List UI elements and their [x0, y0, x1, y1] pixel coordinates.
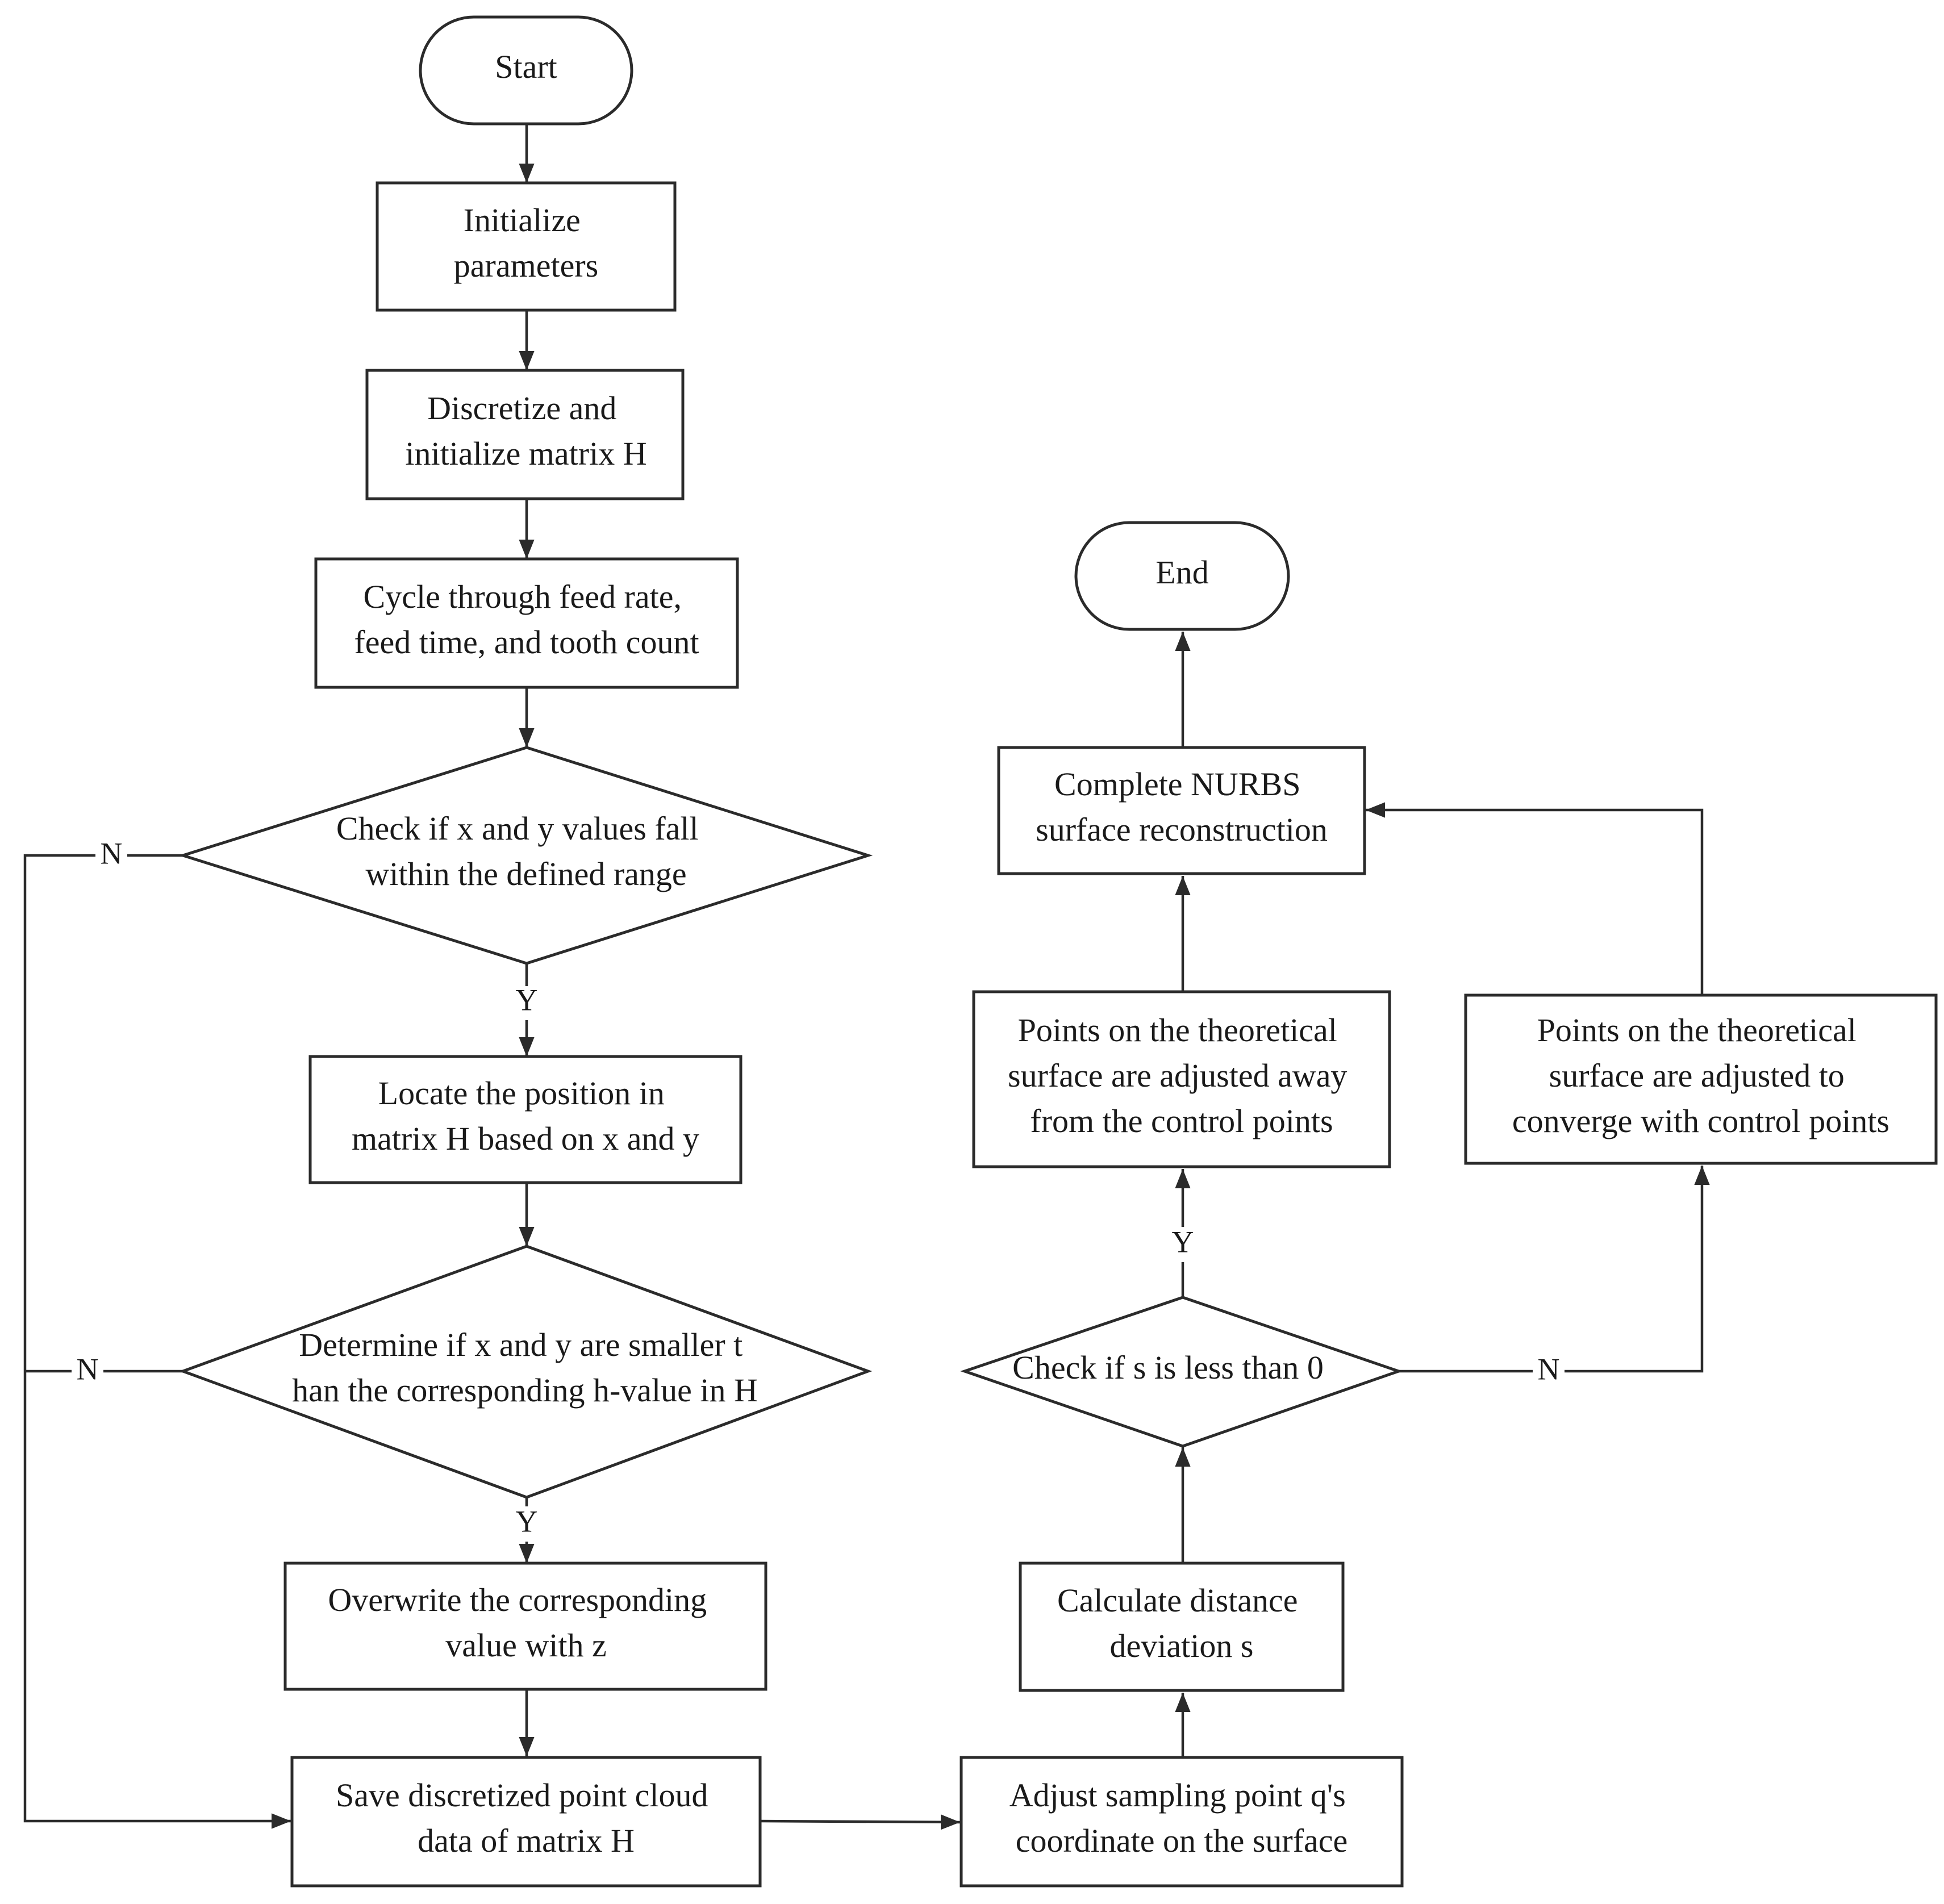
label-s-no: N [1538, 1352, 1560, 1386]
edge-check-range-no-to-save [23, 854, 291, 1829]
node-adjust-q: Adjust sampling point q's coordinate on … [960, 1756, 1404, 1888]
node-init-line-2: parameters [454, 247, 598, 284]
svg-text:Points on the theoretical: Points on the theoretical surface are ad… [1512, 1012, 1889, 1139]
svg-text:Check if s is less than 0: Check if s is less than 0 [1012, 1349, 1324, 1386]
node-converge-line-1: Points on the theoretical [1537, 1012, 1857, 1049]
node-overwrite-line-2: value with z [445, 1627, 606, 1664]
node-save-line-1: Save discretized point cloud [336, 1777, 708, 1814]
svg-text:Discretize and initial: Discretize and initialize matrix H [405, 390, 646, 472]
node-cycle-line-2: feed time, and tooth count [354, 624, 699, 661]
node-overwrite: Overwrite the corresponding value with z [283, 1561, 767, 1691]
node-locate-line-2: matrix H based on x and y [352, 1120, 699, 1157]
node-discretize-matrix: Discretize and initialize matrix H [365, 369, 685, 500]
svg-text:End: End [1155, 554, 1208, 591]
node-away-line-1: Points on the theoretical [1018, 1012, 1337, 1049]
svg-text:Determine if x and y are small: Determine if x and y are smaller t han t… [292, 1326, 758, 1409]
nodes: Start Initialize parameters Discretize a… [178, 15, 1938, 1888]
svg-text:Points on the theoretical: Points on the theoretical surface are ad… [1008, 1012, 1355, 1139]
svg-text:Adjust sampling point q's: Adjust sampling point q's coordinate on … [1009, 1777, 1354, 1859]
node-determine-line-2: han the corresponding h-value in H [292, 1372, 758, 1409]
edge-check-s-no-to-converge [1399, 1166, 1710, 1373]
node-away-line-3: from the control points [1030, 1103, 1333, 1139]
node-nurbs-line-2: surface reconstruction [1036, 811, 1328, 848]
label-s-yes: Y [1172, 1225, 1194, 1259]
node-save-line-2: data of matrix H [418, 1822, 635, 1859]
label-range-yes: Y [516, 983, 538, 1017]
node-calc-s-line-2: deviation s [1110, 1627, 1254, 1664]
node-end-line: End [1155, 554, 1208, 591]
node-cycle-line-1: Cycle through feed rate, [364, 578, 682, 615]
svg-text:Overwrite the corresponding: Overwrite the corresponding value with z [328, 1581, 715, 1664]
node-adjust-q-line-1: Adjust sampling point q's [1009, 1777, 1346, 1814]
node-start: Start [419, 15, 633, 126]
edge-labels: N Y N Y Y N [72, 836, 1565, 1542]
node-initialize-parameters: Initialize parameters [376, 181, 677, 312]
node-discretize-line-2: initialize matrix H [405, 435, 646, 472]
node-adjusted-away: Points on the theoretical surface are ad… [972, 990, 1391, 1168]
node-calculate-deviation: Calculate distance deviation s [1019, 1561, 1345, 1692]
node-save: Save discretized point cloud data of mat… [290, 1756, 762, 1888]
node-check-s: Check if s is less than 0 [960, 1296, 1403, 1448]
node-nurbs-reconstruction: Complete NURBS surface reconstruction [997, 746, 1366, 875]
node-check-range-line-1: Check if x and y values fall [336, 810, 699, 847]
node-nurbs-line-1: Complete NURBS [1054, 766, 1300, 803]
label-determine-yes: Y [516, 1504, 538, 1538]
label-range-no: N [101, 836, 123, 870]
label-determine-no: N [77, 1352, 99, 1386]
node-locate-line-1: Locate the position in [378, 1075, 665, 1112]
node-end: End [1074, 521, 1290, 631]
svg-text:Complete NURBS surface: Complete NURBS surface reconstruction [1036, 766, 1328, 848]
node-away-line-2: surface are adjusted away [1008, 1057, 1347, 1094]
svg-text:Save discretized point cloud: Save discretized point cloud data of mat… [336, 1777, 716, 1859]
node-converge-line-2: surface are adjusted to [1549, 1057, 1845, 1094]
node-converge-line-3: converge with control points [1512, 1103, 1889, 1139]
node-check-s-line: Check if s is less than 0 [1012, 1349, 1324, 1386]
node-start-line: Start [495, 48, 557, 85]
node-calc-s-line-1: Calculate distance [1057, 1582, 1298, 1619]
svg-text:Initialize parameters: Initialize parameters [454, 202, 598, 284]
node-determine-line-1: Determine if x and y are smaller t [299, 1326, 742, 1363]
node-check-range: Check if x and y values fall within the … [178, 746, 873, 965]
node-cycle: Cycle through feed rate, feed time, and … [314, 557, 739, 689]
svg-text:Locate the position in: Locate the position in matrix H based on… [352, 1075, 699, 1157]
node-adjust-q-line-2: coordinate on the surface [1016, 1822, 1348, 1859]
svg-text:Cycle through feed rate,: Cycle through feed rate, feed time, and … [354, 578, 699, 661]
svg-text:Start: Start [495, 48, 557, 85]
svg-text:Check if x and y values fall: Check if x and y values fall within the … [336, 810, 707, 892]
svg-text:Calculate distance dev: Calculate distance deviation s [1057, 1582, 1306, 1664]
node-converge: Points on the theoretical surface are ad… [1464, 993, 1938, 1165]
edge-converge-to-nurbs [1366, 802, 1704, 995]
node-locate: Locate the position in matrix H based on… [308, 1055, 742, 1184]
node-discretize-line-1: Discretize and [427, 390, 616, 427]
edges [23, 124, 1710, 1830]
node-overwrite-line-1: Overwrite the corresponding [328, 1581, 707, 1618]
node-determine: Determine if x and y are smaller t han t… [178, 1245, 873, 1499]
edge-save-to-adjust-q [760, 1814, 961, 1830]
node-init-line-1: Initialize [464, 202, 581, 239]
node-check-range-line-2: within the defined range [365, 855, 686, 892]
